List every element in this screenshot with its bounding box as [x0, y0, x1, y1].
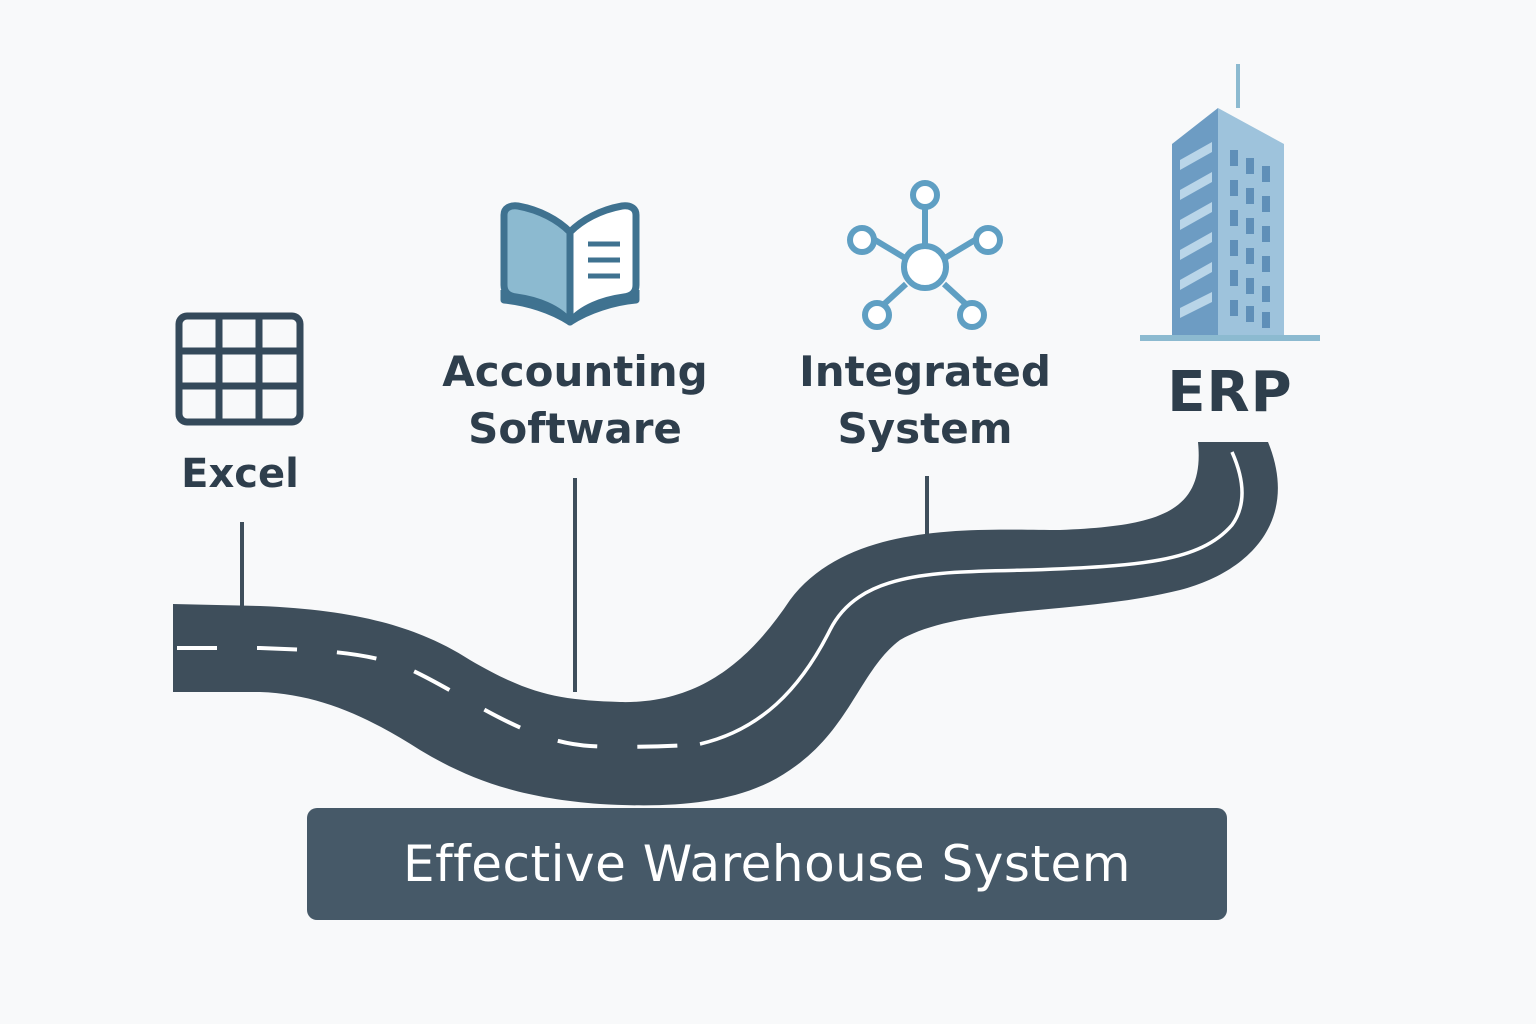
- office-building-icon: [1140, 64, 1320, 341]
- open-book-icon: [500, 202, 640, 326]
- stage-label-erp: ERP: [1167, 360, 1293, 425]
- road-lane-dashed: [177, 646, 701, 749]
- banner-title: Effective Warehouse System: [402, 835, 1131, 893]
- stage-label-accounting-line2: Software: [468, 403, 682, 453]
- stage-label-integrated-line1: Integrated: [799, 347, 1051, 396]
- stage-label-accounting-software: Accounting Software: [420, 344, 730, 457]
- network-hub-icon: [847, 180, 1003, 330]
- destination-banner: Effective Warehouse System: [307, 808, 1227, 920]
- stage-label-excel: Excel: [181, 451, 299, 497]
- spreadsheet-grid-icon: [175, 312, 304, 426]
- road-surface: [173, 442, 1278, 806]
- stage-label-accounting-line1: Accounting: [442, 347, 708, 396]
- stage-label-integrated-system: Integrated System: [790, 344, 1060, 457]
- stage-label-integrated-line2: System: [837, 403, 1013, 453]
- road: [173, 442, 1278, 806]
- road-lane-solid: [699, 451, 1244, 746]
